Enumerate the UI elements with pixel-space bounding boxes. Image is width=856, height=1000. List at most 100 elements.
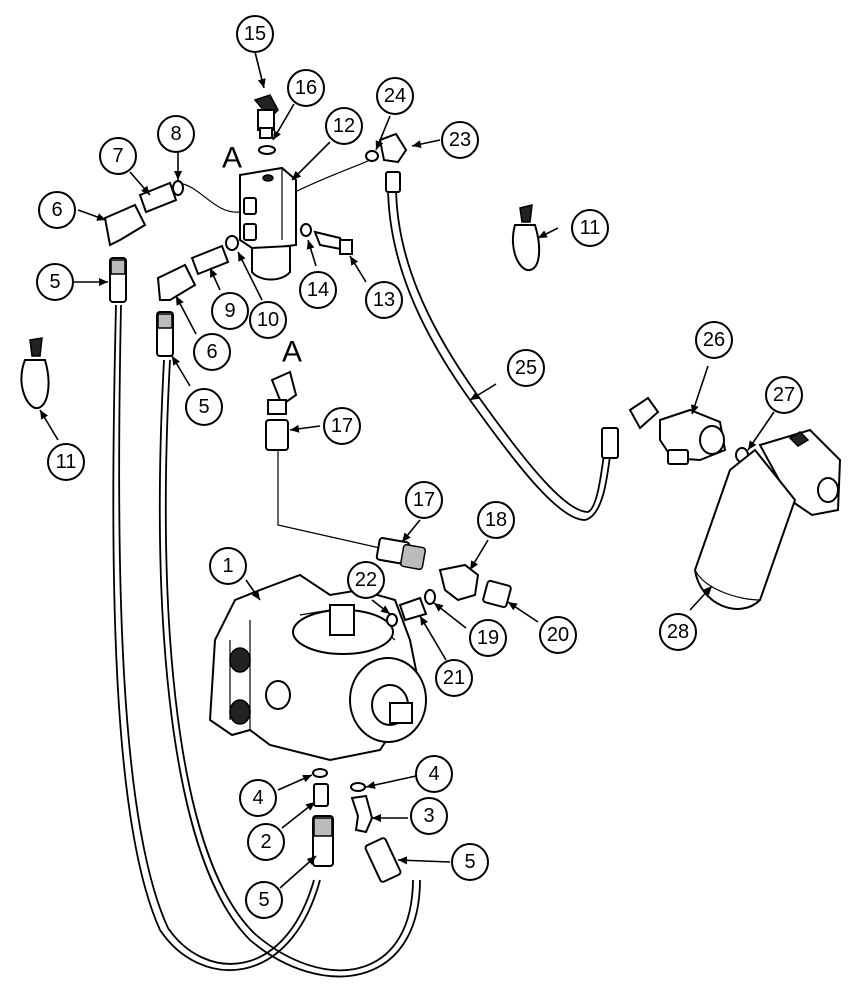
leader-17-bottom	[401, 519, 421, 543]
leader-23	[411, 139, 441, 149]
fitting-3	[350, 794, 374, 834]
svg-text:12: 12	[333, 115, 355, 137]
svg-text:4: 4	[428, 763, 439, 785]
callout-24: 24	[376, 77, 414, 115]
svg-text:17: 17	[413, 489, 435, 511]
leader-14	[306, 239, 317, 267]
leader-17-top	[289, 424, 321, 433]
hose-left-inner	[118, 304, 315, 965]
leader-4-left	[277, 774, 313, 791]
fitting-6-top	[103, 203, 147, 247]
bolt-13	[313, 230, 353, 255]
callout-17-bottom: 17	[405, 481, 443, 519]
callout-3: 3	[410, 797, 448, 835]
callout-11-right: 11	[571, 209, 609, 247]
leader-16	[272, 103, 295, 141]
valve-block	[239, 166, 297, 281]
callout-23: 23	[441, 121, 479, 159]
hose-middle	[158, 359, 421, 978]
fitting-5-bottom-left-nut	[313, 817, 333, 837]
leader-12	[291, 141, 331, 181]
callout-19: 19	[469, 619, 507, 657]
callout-8: 8	[157, 115, 195, 153]
svg-text:23: 23	[449, 129, 471, 151]
callout-7: 7	[99, 137, 137, 175]
fitting-26	[628, 396, 727, 465]
hose-25-a	[387, 184, 613, 521]
leader-19	[433, 602, 467, 629]
strap-11-right	[511, 204, 541, 272]
callout-5-top: 5	[36, 263, 74, 301]
svg-text:5: 5	[464, 851, 475, 873]
svg-text:6: 6	[51, 199, 62, 221]
fitting-21	[398, 596, 428, 622]
fitting-6-middle	[156, 263, 197, 301]
svg-text:11: 11	[580, 217, 601, 239]
leader-5-bottom-left	[279, 855, 317, 889]
callout-13: 13	[365, 281, 403, 319]
leader-5-middle	[171, 355, 191, 387]
svg-text:8: 8	[170, 123, 181, 145]
hydraulic-pump	[208, 573, 427, 762]
svg-text:4: 4	[252, 787, 263, 809]
svg-text:28: 28	[667, 621, 689, 643]
fitting-2	[313, 783, 329, 807]
callout-6-middle: 6	[193, 333, 231, 371]
callout-1: 1	[209, 547, 247, 585]
svg-text:15: 15	[244, 23, 266, 45]
wire-8-12	[177, 182, 241, 213]
fitting-15	[253, 94, 279, 139]
callout-26: 26	[695, 321, 733, 359]
oring-16	[258, 145, 276, 155]
leader-15	[254, 51, 266, 89]
svg-text:24: 24	[384, 85, 406, 107]
oring-4-left	[312, 768, 328, 778]
leader-4-right	[365, 775, 417, 789]
svg-text:14: 14	[307, 279, 329, 301]
hose-25-b	[395, 184, 607, 513]
hose-end-17-top	[265, 370, 298, 451]
callout-15: 15	[236, 15, 274, 53]
callout-6-top: 6	[38, 191, 76, 229]
leader-6-top	[77, 209, 107, 221]
leader-24	[375, 115, 391, 151]
leader-11-right	[537, 227, 559, 239]
svg-text:19: 19	[477, 627, 499, 649]
callout-5-bottom-right: 5	[451, 843, 489, 881]
leader-2	[281, 801, 316, 829]
callout-18: 18	[477, 501, 515, 539]
filter-28	[693, 428, 842, 610]
fitting-5-middle	[156, 311, 174, 357]
svg-text:5: 5	[198, 396, 209, 418]
callout-12: 12	[325, 107, 363, 145]
callout-28: 28	[659, 613, 697, 651]
svg-text:20: 20	[547, 624, 569, 646]
leader-5-bottom-right	[397, 856, 451, 865]
callout-10: 10	[249, 301, 287, 339]
hose-middle-inner	[164, 359, 414, 972]
svg-text:3: 3	[423, 805, 434, 827]
oring-4-right	[350, 782, 366, 792]
parts	[20, 94, 842, 883]
ref-letter-a-middle: A	[282, 336, 302, 369]
callout-11-left: 11	[47, 443, 85, 481]
hose-end-17-bottom	[375, 537, 427, 571]
leader-22	[371, 599, 391, 615]
leader-6-middle	[175, 295, 197, 335]
svg-text:18: 18	[485, 509, 507, 531]
leader-11-left	[39, 409, 59, 441]
ref-letter-a-top: A	[222, 142, 242, 175]
svg-text:17: 17	[331, 415, 353, 437]
callout-20: 20	[539, 616, 577, 654]
leader-9	[209, 267, 221, 291]
callout-14: 14	[299, 271, 337, 309]
callout-4-right: 4	[415, 755, 453, 793]
leader-25	[469, 383, 497, 401]
callout-5-middle: 5	[185, 388, 223, 426]
svg-text:6: 6	[206, 341, 217, 363]
oring-19	[424, 589, 436, 605]
leader-28	[689, 585, 713, 611]
svg-text:26: 26	[703, 329, 725, 351]
cap-20	[482, 579, 512, 609]
